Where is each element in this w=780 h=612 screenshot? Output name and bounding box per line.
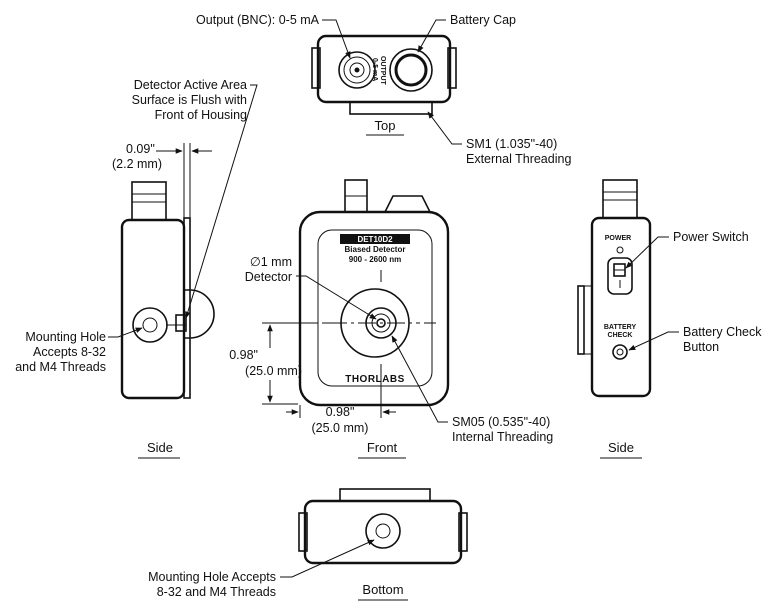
- vert-dim-mm: (25.0 mm): [245, 364, 302, 378]
- label-side-mount-2: Accepts 8-32: [33, 345, 106, 359]
- label-sm1-2: External Threading: [466, 152, 571, 166]
- label-battery-check-2: Button: [683, 340, 719, 354]
- horiz-dim-mm: (25.0 mm): [312, 421, 369, 435]
- label-detector-area-3: Front of Housing: [155, 108, 247, 122]
- vert-dim-in: 0.98": [229, 348, 258, 362]
- caption-side-left: Side: [147, 440, 173, 455]
- battery-check-mark-2: CHECK: [608, 332, 633, 339]
- device-model: DET10D2: [357, 235, 393, 244]
- callout-detector-area: Detector Active Area Surface is Flush wi…: [132, 78, 258, 319]
- bottom-sm1-thread: [339, 488, 431, 502]
- label-sm1-1: SM1 (1.035"-40): [466, 137, 557, 151]
- label-battery-cap: Battery Cap: [450, 13, 516, 27]
- side-bnc-body: [131, 181, 167, 221]
- label-detector-area-1: Detector Active Area: [134, 78, 247, 92]
- bottom-view: Bottom: [298, 488, 468, 601]
- label-sm05-1: SM05 (0.535"-40): [452, 415, 550, 429]
- device-brand: THORLABS: [345, 374, 405, 385]
- caption-front: Front: [367, 440, 398, 455]
- bottom-mount-hole: [365, 513, 401, 549]
- device-type: Biased Detector: [345, 245, 406, 254]
- callout-detector-size: ∅1 mm Detector: [245, 255, 377, 320]
- bottom-left-tab: [298, 512, 308, 552]
- model-banner: [340, 234, 410, 244]
- power-switch: [607, 257, 633, 295]
- caption-top: Top: [375, 118, 396, 133]
- label-output: Output (BNC): 0-5 mA: [196, 13, 320, 27]
- side-right-sm1: [577, 285, 585, 355]
- output-mark: OUTPUT: [379, 56, 386, 86]
- front-housing: [298, 210, 450, 407]
- label-side-mount-1: Mounting Hole: [25, 330, 106, 344]
- horiz-dim-in: 0.98": [326, 405, 355, 419]
- label-power-switch: Power Switch: [673, 230, 749, 244]
- flush-dimension: 0.09" (2.2 mm): [112, 142, 212, 218]
- label-sm05-2: Internal Threading: [452, 430, 553, 444]
- label-side-mount-3: and M4 Threads: [15, 360, 106, 374]
- horizontal-dimension: 0.98" (25.0 mm): [286, 376, 396, 435]
- battery-check-button: [612, 344, 628, 360]
- bottom-housing: [303, 499, 463, 565]
- front-battery-cap: [384, 195, 431, 213]
- side-view-right: POWER BATTERY CHECK Side: [577, 179, 652, 459]
- output-range-mark: 0-5 mA: [371, 58, 378, 81]
- side-detector-stub: [166, 289, 215, 339]
- callout-bottom-mount: Mounting Hole Accepts 8-32 and M4 Thread…: [148, 539, 375, 599]
- bottom-right-tab: [458, 512, 468, 552]
- callout-power-switch: Power Switch: [625, 230, 749, 269]
- top-left-tab: [311, 47, 321, 89]
- top-view: OUTPUT 0-5 mA Top: [311, 34, 457, 136]
- callout-sm05: SM05 (0.535"-40) Internal Threading: [391, 335, 553, 444]
- bnc-connector: [338, 51, 376, 89]
- label-detector-size-1: ∅1 mm: [250, 255, 292, 269]
- side-front-face: [183, 217, 191, 399]
- label-detector-area-2: Surface is Flush with: [132, 93, 247, 107]
- device-range: 900 - 2600 nm: [349, 255, 401, 264]
- battery-check-mark-1: BATTERY: [604, 324, 637, 331]
- label-detector-size-2: Detector: [245, 270, 292, 284]
- power-mark: POWER: [605, 235, 631, 242]
- flush-dim-mm: (2.2 mm): [112, 157, 162, 171]
- callout-side-mount: Mounting Hole Accepts 8-32 and M4 Thread…: [15, 327, 143, 374]
- caption-bottom: Bottom: [362, 582, 403, 597]
- battery-cap: [389, 48, 433, 92]
- side-right-bnc: [602, 179, 638, 219]
- callout-output: Output (BNC): 0-5 mA: [196, 13, 351, 59]
- side-right-housing: [590, 216, 652, 398]
- callout-battery-cap: Battery Cap: [417, 13, 516, 53]
- callout-battery-check: Battery Check Button: [628, 325, 762, 354]
- label-battery-check-1: Battery Check: [683, 325, 762, 339]
- callout-sm1: SM1 (1.035"-40) External Threading: [427, 111, 571, 166]
- top-right-tab: [447, 47, 457, 89]
- label-bottom-mount-1: Mounting Hole Accepts: [148, 570, 276, 584]
- flush-dim-in: 0.09": [126, 142, 155, 156]
- caption-side-right: Side: [608, 440, 634, 455]
- label-bottom-mount-2: 8-32 and M4 Threads: [157, 585, 276, 599]
- vertical-dimension: 0.98" (25.0 mm): [229, 322, 302, 405]
- side-view-left: Side: [120, 181, 215, 459]
- front-view: DET10D2 Biased Detector 900 - 2600 nm TH…: [262, 179, 450, 459]
- front-label-plate: [317, 229, 433, 387]
- top-sm1-thread: [349, 101, 433, 115]
